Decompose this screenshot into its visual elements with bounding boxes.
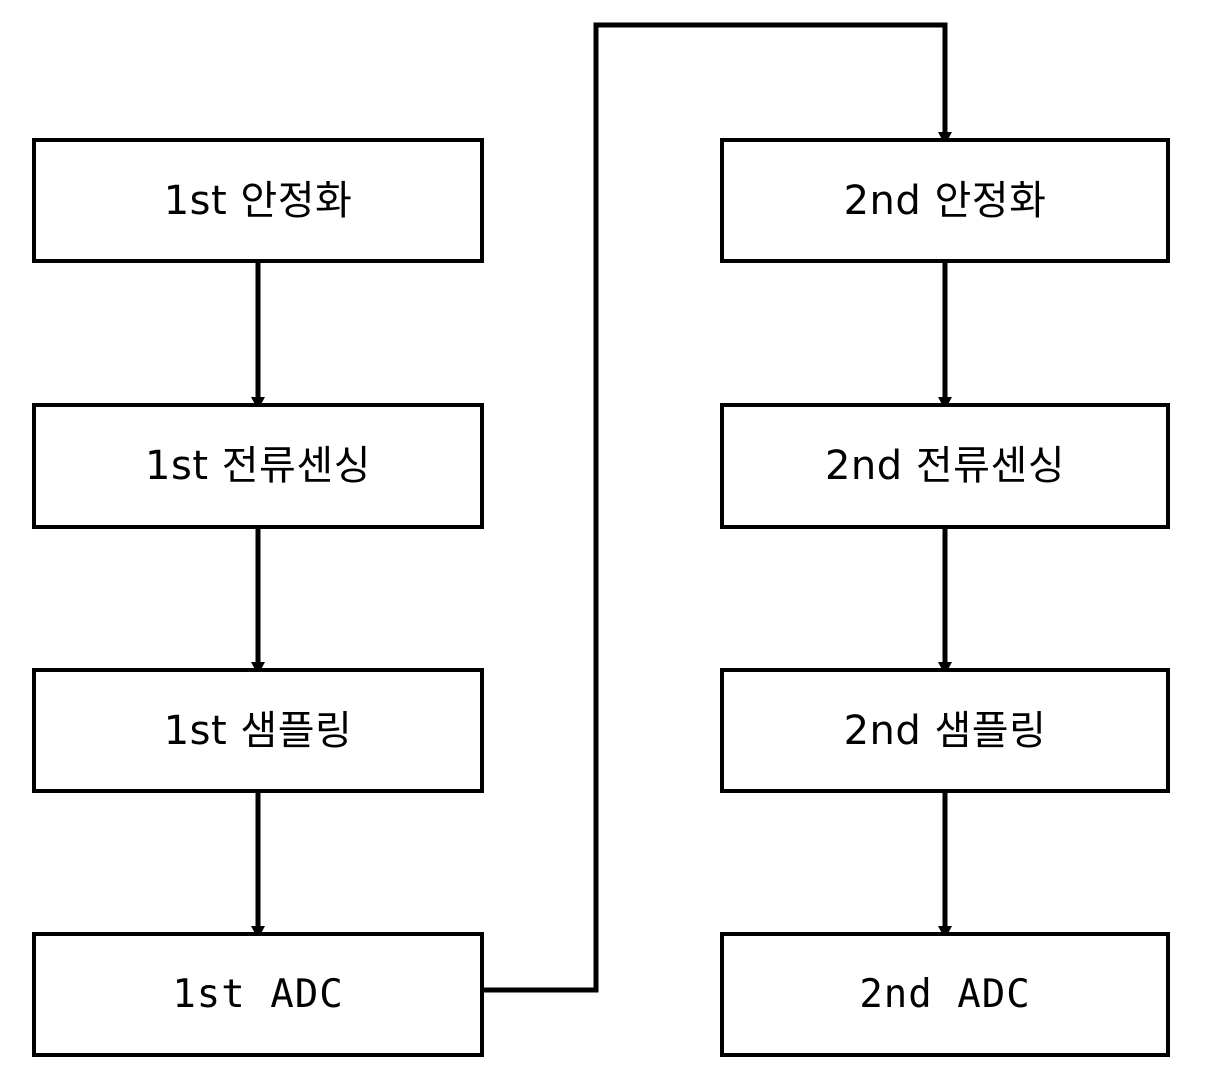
node-1st-current-sensing[interactable]: 1st 전류센싱 — [32, 403, 484, 529]
node-label: 1st ADC — [172, 972, 344, 1017]
node-2nd-stabilization[interactable]: 2nd 안정화 — [720, 138, 1170, 263]
node-2nd-sampling[interactable]: 2nd 샘플링 — [720, 668, 1170, 793]
node-label: 2nd 전류센싱 — [824, 443, 1066, 489]
node-label: 1st 안정화 — [163, 177, 353, 224]
node-label: 1st 전류센싱 — [145, 443, 371, 489]
node-label: 2nd 샘플링 — [843, 707, 1047, 754]
node-2nd-adc[interactable]: 2nd ADC — [720, 932, 1170, 1057]
node-1st-sampling[interactable]: 1st 샘플링 — [32, 668, 484, 793]
node-label: 1st 샘플링 — [163, 707, 353, 754]
node-label: 2nd ADC — [859, 972, 1031, 1017]
node-1st-adc[interactable]: 1st ADC — [32, 932, 484, 1057]
arrow-1st-adc-to-2nd-stabilization — [484, 22, 952, 993]
node-label: 2nd 안정화 — [843, 177, 1047, 224]
node-2nd-current-sensing[interactable]: 2nd 전류센싱 — [720, 403, 1170, 529]
node-1st-stabilization[interactable]: 1st 안정화 — [32, 138, 484, 263]
